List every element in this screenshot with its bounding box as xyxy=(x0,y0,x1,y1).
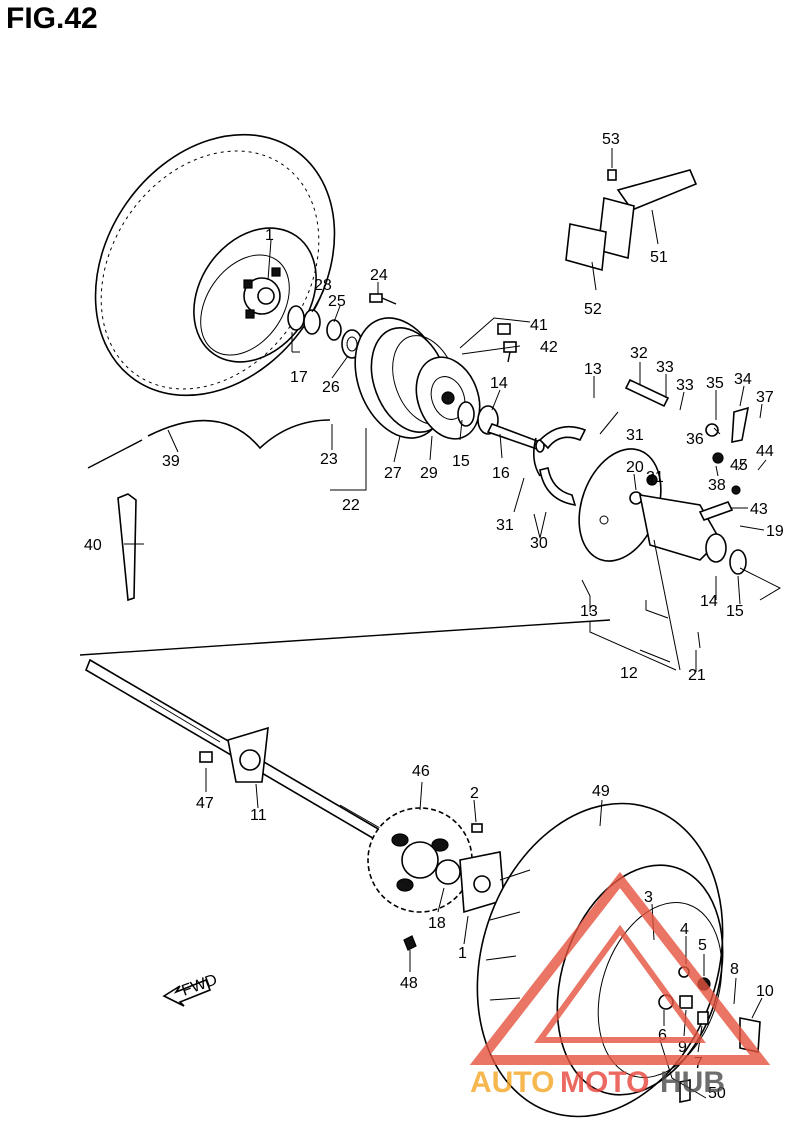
callout-52: 52 xyxy=(584,301,602,318)
figure-title: FIG.42 xyxy=(6,2,98,35)
callout-38: 38 xyxy=(708,477,726,494)
callout-46: 46 xyxy=(412,763,430,780)
callout-40: 40 xyxy=(84,537,102,554)
callout-21-lower: 21 xyxy=(688,667,706,684)
callout-24: 24 xyxy=(370,267,388,284)
callout-numbers: 1 24 28 25 17 26 41 42 14 23 39 22 27 29… xyxy=(84,131,784,1102)
callout-44: 44 xyxy=(756,443,774,460)
callout-35: 35 xyxy=(706,375,724,392)
callout-31-b: 31 xyxy=(496,517,514,534)
callout-41: 41 xyxy=(530,317,548,334)
callout-26: 26 xyxy=(322,379,340,396)
callout-47: 47 xyxy=(196,795,214,812)
callout-42: 42 xyxy=(540,339,558,356)
callout-8: 8 xyxy=(730,961,739,978)
callout-30: 30 xyxy=(530,535,548,552)
callout-50: 50 xyxy=(708,1085,726,1102)
callout-1-lower: 1 xyxy=(458,945,467,962)
callout-27: 27 xyxy=(384,465,402,482)
callout-39: 39 xyxy=(162,453,180,470)
callout-32: 32 xyxy=(630,345,648,362)
callout-19: 19 xyxy=(766,523,784,540)
callout-53: 53 xyxy=(602,131,620,148)
callout-28: 28 xyxy=(314,277,332,294)
callout-45: 45 xyxy=(730,457,748,474)
wheel-hub-upper xyxy=(243,267,281,319)
callout-9: 9 xyxy=(678,1039,687,1056)
callout-3: 3 xyxy=(644,889,653,906)
callout-14-lower: 14 xyxy=(700,593,718,610)
callout-20: 20 xyxy=(626,459,644,476)
wrench-tool xyxy=(117,493,137,602)
brake-cable xyxy=(87,419,331,469)
callout-33-a: 33 xyxy=(656,359,674,376)
callout-18: 18 xyxy=(428,915,446,932)
brake-shoes xyxy=(532,425,587,507)
callout-29: 29 xyxy=(420,465,438,482)
callout-15-upper: 15 xyxy=(452,453,470,470)
callout-37: 37 xyxy=(756,389,774,406)
callout-48: 48 xyxy=(400,975,418,992)
watermark-logo: AUTO MOTO HUB xyxy=(469,871,771,1099)
leader-lines xyxy=(124,148,782,1099)
brake-drum-assembly xyxy=(354,317,481,440)
callout-22: 22 xyxy=(342,497,360,514)
callout-1: 1 xyxy=(265,227,274,244)
callout-12: 12 xyxy=(620,665,638,682)
callout-2: 2 xyxy=(470,785,479,802)
callout-5: 5 xyxy=(698,937,707,954)
watermark-text-moto: MOTO xyxy=(560,1066,649,1099)
callout-15-lower: 15 xyxy=(726,603,744,620)
callout-13-lower: 13 xyxy=(580,603,598,620)
sprocket-46 xyxy=(367,807,473,913)
watermark-triangle-icon xyxy=(469,871,771,1065)
cam-lever-parts xyxy=(624,378,750,521)
axle-bracket xyxy=(565,169,698,272)
callout-16: 16 xyxy=(492,465,510,482)
forward-arrow: FWD xyxy=(162,971,220,1007)
callout-34: 34 xyxy=(734,371,752,388)
group-divider xyxy=(79,619,611,656)
callout-11: 11 xyxy=(250,807,267,824)
wheel-hub-lower xyxy=(403,823,505,951)
watermark-text-auto: AUTO xyxy=(470,1066,554,1099)
callout-14-upper: 14 xyxy=(490,375,508,392)
callout-10: 10 xyxy=(756,983,774,1000)
callout-21-upper: 21 xyxy=(646,469,664,486)
callout-23: 23 xyxy=(320,451,338,468)
callout-36: 36 xyxy=(686,431,704,448)
fwd-label: FWD xyxy=(180,971,220,999)
bolt-24 xyxy=(369,293,397,305)
callout-13-upper: 13 xyxy=(584,361,602,378)
callout-33-b: 33 xyxy=(676,377,694,394)
callout-51: 51 xyxy=(650,249,668,266)
callout-31-a: 31 xyxy=(626,427,644,444)
callout-49: 49 xyxy=(592,783,610,800)
callout-4: 4 xyxy=(680,921,689,938)
axle-hub-11 xyxy=(199,726,269,783)
bolts-41-42 xyxy=(497,323,517,363)
callout-43: 43 xyxy=(750,501,768,518)
callout-6: 6 xyxy=(658,1027,667,1044)
watermark-text-hub: HUB xyxy=(660,1066,725,1099)
callout-25: 25 xyxy=(328,293,346,310)
callout-17: 17 xyxy=(290,369,308,386)
